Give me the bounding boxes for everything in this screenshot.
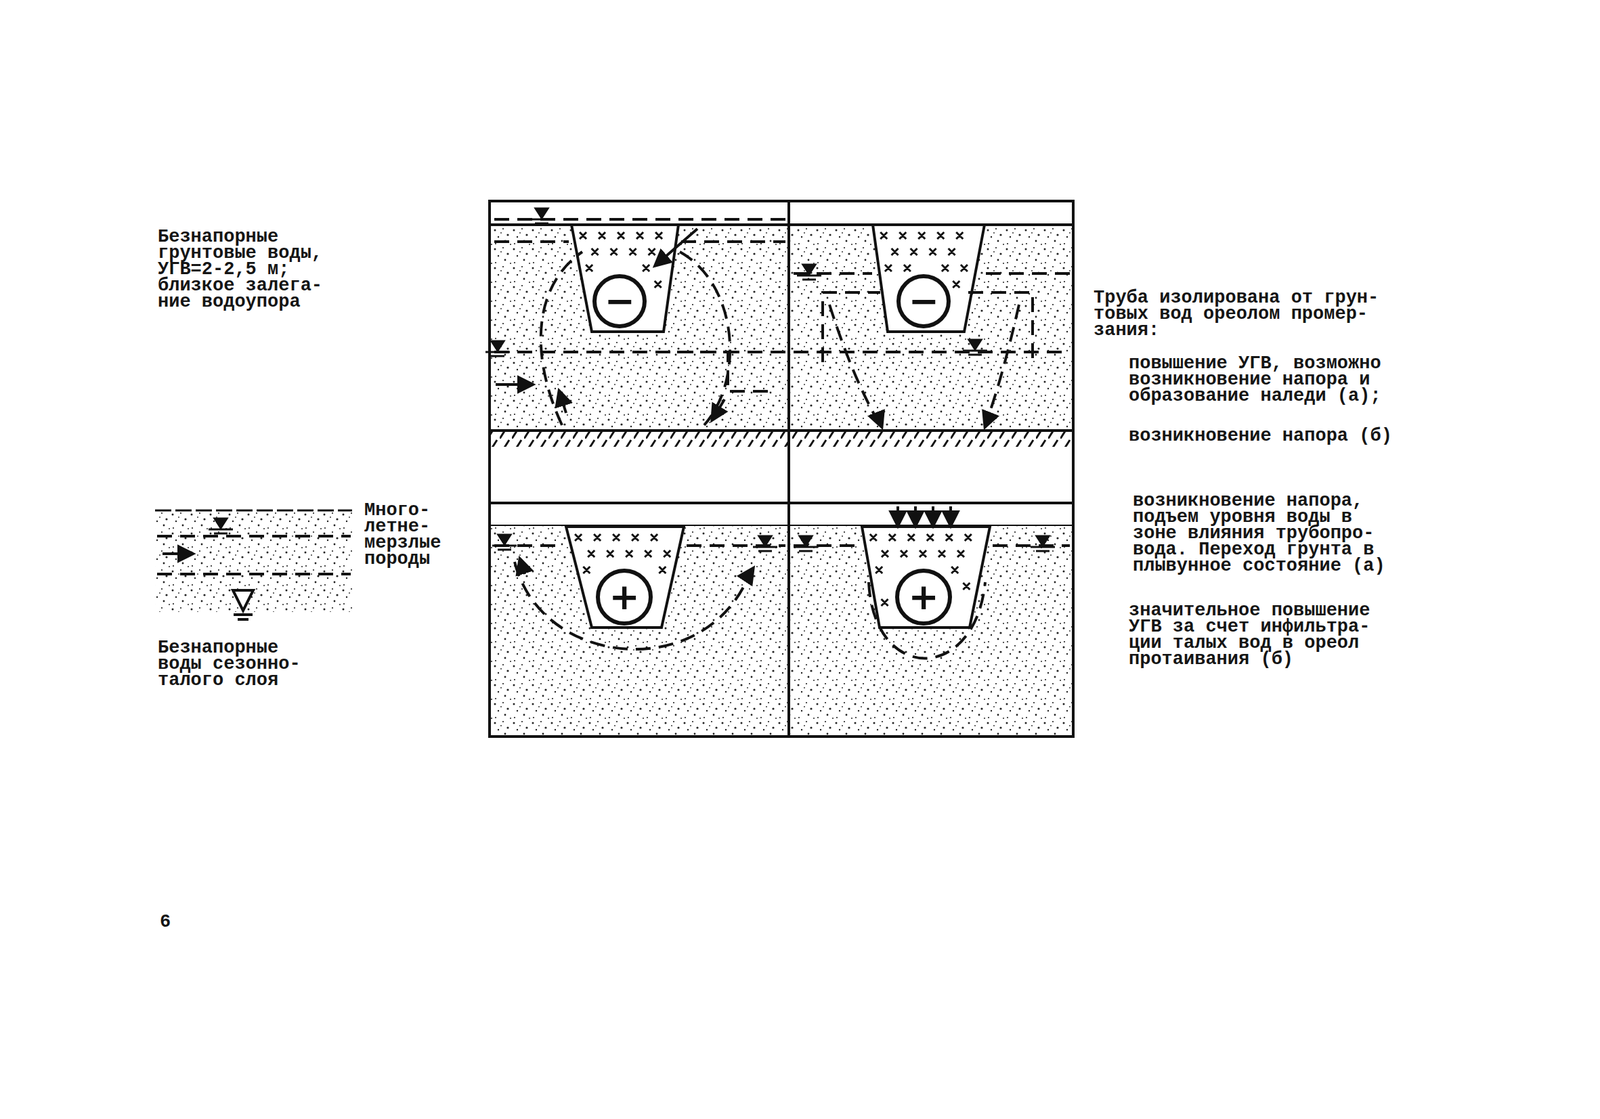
backfill-crosses <box>574 232 972 607</box>
water-level-symbol <box>208 208 1055 552</box>
frame <box>155 201 1074 737</box>
page-number: 6 <box>159 914 193 931</box>
note-text: повышение УГВ, возможно возникновение на… <box>1128 355 1388 405</box>
note-text: возникновение напора, подъем уровня воды… <box>1132 492 1392 575</box>
aquiclude-hatch <box>490 430 1072 447</box>
pipe-circle: + <box>895 568 953 626</box>
pipe-sign: + <box>907 578 939 616</box>
note-text: Безнапорные грунтовые воды, УГВ=2-2,5 м;… <box>157 228 330 311</box>
note-text: Труба изолирована от грун- товых вод оре… <box>1093 289 1386 339</box>
note-text: Безнапорные воды сезонно- талого слоя <box>157 639 307 689</box>
pipe-circle: − <box>896 274 951 329</box>
note-text: возникновение напора (б) <box>1128 427 1414 445</box>
soil <box>155 511 353 613</box>
trench <box>566 224 990 628</box>
note-text: Много- летне- мерзлые породы <box>364 502 448 568</box>
note-text: значительное повышение УГВ за счет инфил… <box>1128 602 1377 668</box>
soil <box>489 224 1074 431</box>
pipe-circle: − <box>592 274 647 329</box>
pipe-sign: − <box>603 283 635 320</box>
water-levels <box>157 219 1070 659</box>
soil <box>489 524 1074 737</box>
pipe-circle: + <box>595 568 653 626</box>
pipe-sign: − <box>907 283 939 320</box>
water-level-symbol <box>232 590 254 620</box>
pipe-sign: + <box>608 578 640 616</box>
